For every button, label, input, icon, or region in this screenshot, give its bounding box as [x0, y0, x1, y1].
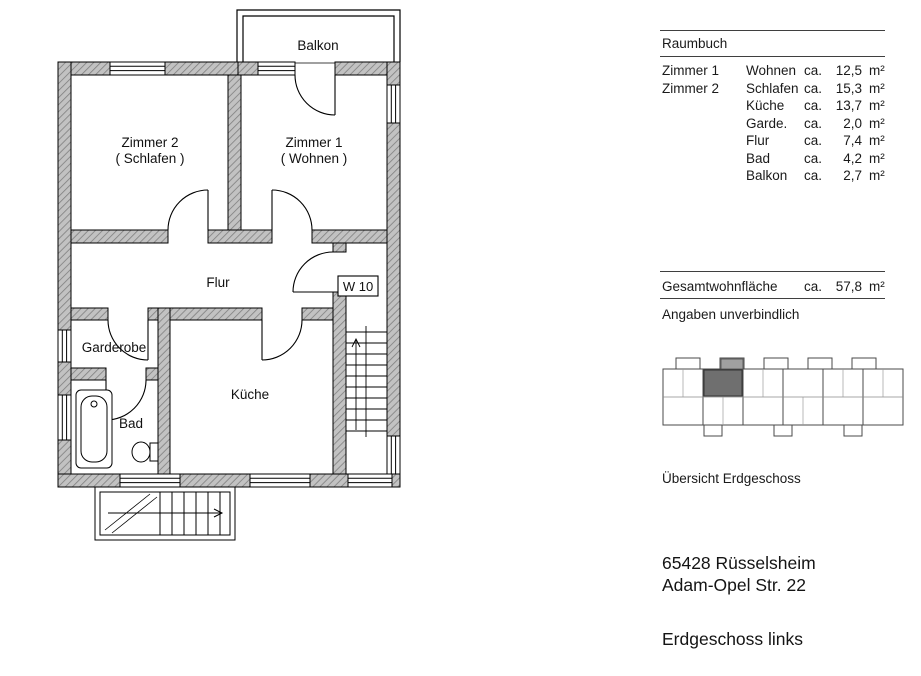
cell-zimmer: Zimmer 1 [662, 63, 719, 78]
cell-zimmer [662, 97, 746, 115]
cell-zimmer [662, 150, 746, 168]
table-row: Zimmer 1 Wohnen ca. 12,5 m² [662, 62, 885, 80]
divider-line [660, 298, 885, 299]
walls [57, 61, 401, 488]
cell-raum: Wohnen [746, 63, 797, 78]
building-outline [662, 357, 904, 437]
cell-unit: m² [869, 80, 885, 96]
table-row: Bad ca. 4,2 m² [662, 150, 885, 168]
cell-unit: m² [869, 279, 885, 294]
room-label-bad: Bad [119, 416, 143, 431]
cell-raum: Garde. [746, 115, 788, 131]
cell-unit: m² [869, 115, 885, 131]
cell-zimmer [662, 167, 746, 185]
room-label-flur: Flur [206, 275, 230, 290]
floor-label: Erdgeschoss links [662, 629, 804, 649]
cell-unit: m² [869, 63, 885, 78]
cell-raum: Flur [746, 133, 770, 148]
balcony-railing [236, 9, 401, 62]
cell-area: 57,8 [835, 279, 862, 294]
doors [105, 62, 336, 421]
cell-unit: m² [869, 98, 885, 113]
total-label: Gesamtwohnfläche [662, 279, 778, 294]
overview-caption: Übersicht Erdgeschoss [662, 471, 801, 486]
divider-line [660, 56, 885, 57]
cell-ca: ca. [804, 80, 823, 96]
cell-unit: m² [869, 150, 885, 166]
cell-area: 13,7 [835, 98, 862, 113]
cell-ca: ca. [804, 150, 823, 166]
address-line-city: 65428 Rüsselsheim [662, 553, 816, 573]
divider-line [660, 271, 885, 272]
unit-label: W 10 [343, 279, 373, 294]
stairwell-stairs [346, 326, 387, 437]
unit-label-box: W 10 [337, 275, 379, 297]
disclaimer-text: Angaben unverbindlich [662, 307, 800, 322]
cell-zimmer: Zimmer 2 [662, 80, 719, 96]
room-table: Zimmer 1 Wohnen ca. 12,5 m² Zimmer 2 Sch… [662, 62, 885, 185]
room-label-wohnen: ( Wohnen ) [281, 151, 348, 166]
cell-area: 2,0 [843, 115, 862, 131]
cell-area: 15,3 [835, 80, 862, 96]
cell-area: 4,2 [843, 150, 862, 166]
cell-ca: ca. [804, 279, 823, 294]
cell-raum: Schlafen [746, 80, 799, 96]
cell-ca: ca. [804, 133, 823, 148]
cell-area: 12,5 [835, 63, 862, 78]
room-label-zimmer2: Zimmer 2 [122, 135, 179, 150]
address-line-street: Adam-Opel Str. 22 [662, 575, 806, 595]
cell-unit: m² [869, 133, 885, 148]
room-label-schlafen: ( Schlafen ) [115, 151, 184, 166]
room-label-garderobe: Garderobe [82, 340, 147, 355]
cell-zimmer [662, 132, 746, 150]
table-row: Flur ca. 7,4 m² [662, 132, 885, 150]
cell-raum: Bad [746, 150, 771, 166]
room-label-kueche: Küche [231, 387, 269, 402]
windows [57, 61, 401, 488]
cell-ca: ca. [804, 115, 823, 131]
info-panel: Raumbuch Zimmer 1 Wohnen ca. 12,5 m² Zim… [660, 24, 908, 676]
cell-ca: ca. [804, 98, 823, 113]
divider-line [660, 30, 885, 31]
cell-unit: m² [869, 168, 885, 183]
building-overview-map [662, 357, 904, 437]
total-area-row: Gesamtwohnfläche ca. 57,8 m² [662, 278, 885, 295]
cell-zimmer [662, 115, 746, 133]
cell-area: 7,4 [843, 133, 862, 148]
table-row: Küche ca. 13,7 m² [662, 97, 885, 115]
highlighted-unit [703, 358, 744, 397]
cell-area: 2,7 [843, 168, 862, 183]
entrance-stairs [94, 486, 236, 541]
room-label-balkon: Balkon [297, 38, 338, 53]
cell-raum: Küche [746, 98, 785, 113]
cell-raum: Balkon [746, 168, 788, 183]
raumbuch-title: Raumbuch [662, 36, 728, 51]
cell-ca: ca. [804, 168, 823, 183]
room-label-zimmer1: Zimmer 1 [286, 135, 343, 150]
table-row: Zimmer 2 Schlafen ca. 15,3 m² [662, 80, 885, 98]
cell-ca: ca. [804, 63, 823, 78]
apartment-floorplan: W 10 Balkon Zimmer 2 ( Schlafen ) Zimmer… [57, 9, 401, 541]
address-block: 65428 Rüsselsheim Adam-Opel Str. 22 [662, 552, 816, 596]
toilet [131, 441, 159, 463]
table-row: Garde. ca. 2,0 m² [662, 115, 885, 133]
bathtub [75, 389, 113, 469]
table-row: Balkon ca. 2,7 m² [662, 167, 885, 185]
